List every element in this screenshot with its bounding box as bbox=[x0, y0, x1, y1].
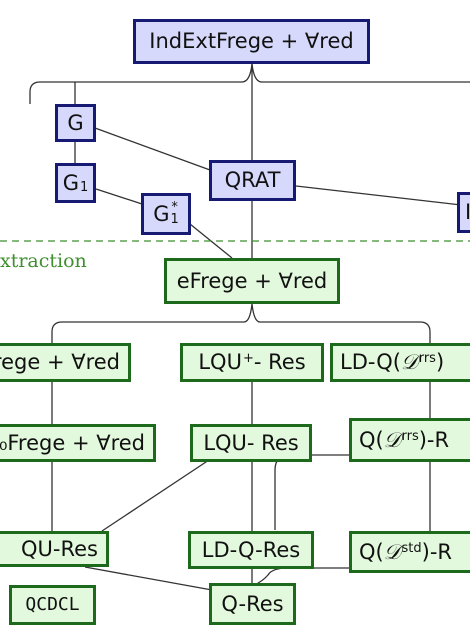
node-efrege: eFrege + ∀red bbox=[164, 258, 340, 304]
edge-indext-bracket bbox=[29, 63, 470, 104]
node-g: G bbox=[55, 104, 96, 142]
edge-qures-qres bbox=[84, 566, 213, 591]
edge-g1star-efrege bbox=[189, 223, 233, 259]
node-right-top: I bbox=[457, 192, 470, 233]
node-ld-q-res: LD-Q-Res bbox=[188, 531, 314, 569]
node-qcdcl: QCDCL bbox=[9, 585, 96, 625]
node-q-res: Q-Res bbox=[209, 583, 296, 625]
node-frege: rege + ∀red bbox=[0, 343, 131, 382]
node-g1-star: G*1 bbox=[141, 193, 191, 235]
node-qu-res: QU-Res bbox=[0, 531, 109, 567]
edge-efrege-bracket bbox=[51, 303, 431, 343]
node-lqu-res: LQU- Res bbox=[190, 424, 312, 462]
edge-g1-g1star bbox=[95, 188, 143, 205]
edge-curve-top bbox=[274, 454, 470, 530]
node-c-frege: ₀Frege + ∀red bbox=[0, 424, 156, 462]
extraction-label: xtraction bbox=[0, 250, 87, 272]
edge-qrat-right bbox=[295, 185, 470, 207]
edge-g-qrat bbox=[94, 127, 211, 171]
edge-lqu-qures bbox=[101, 457, 213, 532]
node-qrat: QRAT bbox=[209, 160, 296, 201]
node-lqu-plus-res: LQU+- Res bbox=[180, 343, 324, 382]
node-indextfrege: IndExtFrege + ∀red bbox=[133, 19, 370, 64]
